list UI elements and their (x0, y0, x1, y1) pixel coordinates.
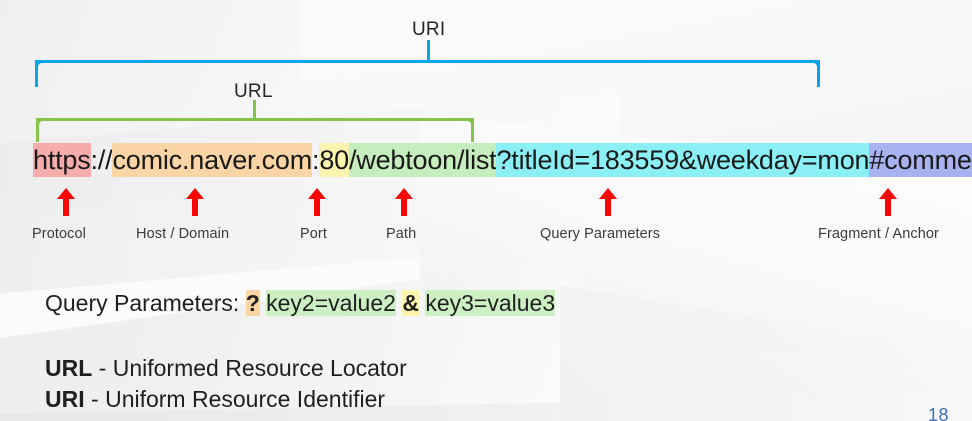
query-token-key3-value3: key3=value3 (425, 290, 556, 316)
url-brace-leg-left (36, 120, 39, 142)
url-segment-port: 80 (319, 143, 349, 177)
url-definition-dash: - (92, 355, 113, 381)
arrow-fragment-anchor (879, 188, 897, 216)
url-brace (36, 100, 474, 142)
url-brace-leg-right (471, 120, 474, 142)
url-definition: URL - Uniformed Resource Locator (45, 353, 407, 383)
arrow-protocol (57, 188, 75, 216)
url-segment-colon: : (312, 145, 320, 175)
arrow-host-domain (186, 188, 204, 216)
arrow-head-icon (599, 188, 617, 199)
url-brace-center-tick (253, 100, 256, 118)
url-example-string: https://comic.naver.com:80/webtoon/list?… (33, 143, 972, 177)
uri-definition: URI - Uniform Resource Identifier (45, 384, 385, 414)
part-label-protocol: Protocol (32, 226, 86, 242)
arrow-head-icon (57, 188, 75, 199)
url-segment-separator: :// (90, 145, 113, 175)
arrow-query-parameters (599, 188, 617, 216)
arrow-port (308, 188, 326, 216)
arrow-shaft (63, 197, 69, 216)
arrow-head-icon (395, 188, 413, 199)
uri-brace-leg-right (817, 62, 820, 87)
uri-brace-center-tick (427, 40, 430, 60)
slide-number: 18 (928, 405, 950, 421)
part-label-query-parameters: Query Parameters (540, 226, 661, 242)
part-label-port: Port (300, 226, 327, 242)
query-token-ampersand: & (402, 290, 419, 316)
url-definition-term: URL (45, 355, 93, 381)
uri-brace (35, 40, 820, 88)
uri-brace-leg-left (35, 62, 38, 87)
url-segment-host: comic.naver.com (112, 143, 313, 177)
query-parameters-explanation: Query Parameters: ? key2=value2 & key3=v… (45, 288, 556, 318)
uri-brace-label: URI (412, 19, 446, 40)
query-token-key2-value2: key2=value2 (266, 290, 396, 316)
part-label-path: Path (386, 226, 417, 242)
arrow-head-icon (308, 188, 326, 199)
arrow-shaft (401, 197, 407, 216)
part-label-host-domain: Host / Domain (136, 226, 230, 242)
url-segment-query: ?titleId=183559&weekday=mon (496, 143, 870, 177)
arrow-shaft (885, 197, 891, 216)
arrow-shaft (314, 197, 320, 216)
uri-definition-expansion: Uniform Resource Identifier (105, 386, 386, 412)
url-segment-protocol: https (33, 143, 91, 177)
arrow-shaft (192, 197, 198, 216)
uri-brace-bar (35, 60, 820, 63)
part-label-fragment-anchor: Fragment / Anchor (818, 226, 939, 242)
uri-definition-term: URI (45, 386, 85, 412)
url-brace-bar (36, 118, 474, 121)
url-brace-label: URL (234, 81, 273, 102)
url-segment-fragment: #comment (869, 143, 972, 177)
query-token-question-mark: ? (245, 290, 260, 316)
arrow-shaft (605, 197, 611, 216)
arrow-path (395, 188, 413, 216)
arrow-head-icon (186, 188, 204, 199)
background-facet (560, 285, 972, 421)
query-parameters-prefix: Query Parameters: (45, 290, 246, 316)
url-segment-path: /webtoon/list (348, 143, 497, 177)
uri-definition-dash: - (84, 386, 106, 412)
arrow-head-icon (879, 188, 897, 199)
url-definition-expansion: Uniformed Resource Locator (112, 355, 407, 381)
